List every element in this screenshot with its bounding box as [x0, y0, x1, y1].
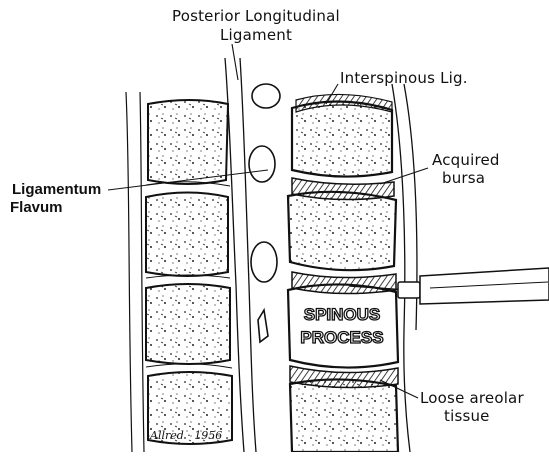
tissue-label: tissue: [444, 408, 490, 425]
ligament-label: Ligament: [220, 27, 292, 44]
spinous-process-1: [292, 101, 392, 176]
interspinous-label: Interspinous Lig.: [340, 70, 468, 87]
syringe-barrel: [420, 268, 549, 304]
process-label: PROCESS: [300, 328, 383, 347]
bursa-label: bursa: [442, 170, 485, 187]
spinous-process-main: [288, 284, 398, 367]
ligamentum-label: Ligamentum: [12, 182, 101, 199]
vertebral-body-1: [148, 100, 228, 184]
artist-signature: Allred · 1956: [150, 430, 222, 442]
needle-hub: [398, 282, 420, 298]
flavum-label: Flavum: [10, 200, 63, 217]
spinous-process-4: [290, 379, 398, 452]
loose-areolar-label: Loose areolar: [420, 390, 524, 407]
leader-posterior-ligament: [232, 44, 238, 80]
loose-areolar-tissue: [290, 366, 398, 388]
vertebral-bodies: [146, 100, 232, 444]
acquired-label: Acquired: [432, 152, 500, 169]
posterior-longitudinal-label: Posterior Longitudinal: [172, 8, 340, 25]
vertebral-body-2: [146, 193, 228, 277]
spinous-label: SPINOUS: [304, 305, 381, 324]
ligamentum-flavum: [249, 84, 280, 342]
vertebral-body-3: [146, 284, 230, 364]
vertebral-column-outline: [126, 92, 144, 452]
acquired-bursa: [292, 178, 394, 200]
spinous-process-2: [288, 192, 396, 270]
